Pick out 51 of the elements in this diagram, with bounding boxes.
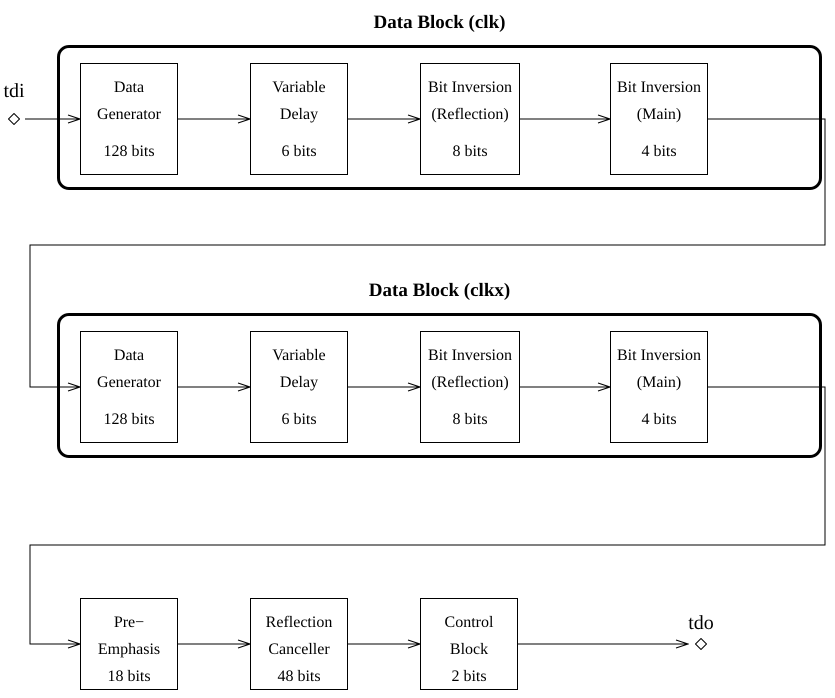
- arrow: [30, 118, 826, 392]
- box-label: Bit Inversion (Reflection): [427, 346, 513, 393]
- port: [688, 612, 714, 652]
- box-label: Variable Delay: [271, 346, 327, 393]
- arrow: [30, 386, 826, 648]
- port-label: tdi: [3, 80, 25, 102]
- process-box: [80, 331, 178, 443]
- box-label: Data Generator: [96, 346, 162, 393]
- arrow: [518, 640, 688, 648]
- block-title: Data Block (clkx): [368, 280, 510, 302]
- bit-count: 4 bits: [641, 142, 677, 162]
- bit-count: 8 bits: [452, 410, 488, 430]
- arrow: [348, 640, 420, 648]
- arrow: [520, 382, 610, 392]
- arrow: [348, 114, 420, 124]
- bit-count: 128 bits: [103, 410, 155, 430]
- process-box: [80, 63, 178, 175]
- bit-count: 48 bits: [277, 667, 321, 687]
- arrow: [178, 640, 250, 648]
- process-box: [420, 598, 518, 690]
- arrow: [348, 382, 420, 392]
- process-box: [80, 598, 178, 690]
- bit-count: 8 bits: [452, 142, 488, 162]
- port: [3, 80, 25, 126]
- box-label: Data Generator: [96, 78, 162, 125]
- port-label: tdo: [688, 612, 714, 634]
- process-box: [250, 331, 348, 443]
- box-label: Bit Inversion (Main): [616, 78, 702, 125]
- box-label: Bit Inversion (Reflection): [427, 78, 513, 125]
- arrow: [24, 114, 80, 124]
- box-label: Bit Inversion (Main): [616, 346, 702, 393]
- arrow: [178, 382, 250, 392]
- bit-count: 128 bits: [103, 142, 155, 162]
- process-box: [250, 598, 348, 690]
- bit-count: 6 bits: [281, 410, 317, 430]
- block-title: Data Block (clk): [374, 12, 506, 34]
- process-box: [420, 331, 520, 443]
- arrow: [520, 114, 610, 124]
- arrow: [178, 114, 250, 124]
- process-box: [420, 63, 520, 175]
- process-box: [250, 63, 348, 175]
- process-box: [610, 331, 708, 443]
- box-label: Reflection Canceller: [264, 613, 334, 660]
- bit-count: 6 bits: [281, 142, 317, 162]
- bit-count: 4 bits: [641, 410, 677, 430]
- bit-count: 2 bits: [451, 667, 487, 687]
- box-label: Pre− Emphasis: [96, 613, 162, 660]
- box-label: Variable Delay: [271, 78, 327, 125]
- box-label: Control Block: [444, 613, 494, 660]
- process-box: [610, 63, 708, 175]
- bit-count: 18 bits: [107, 667, 151, 687]
